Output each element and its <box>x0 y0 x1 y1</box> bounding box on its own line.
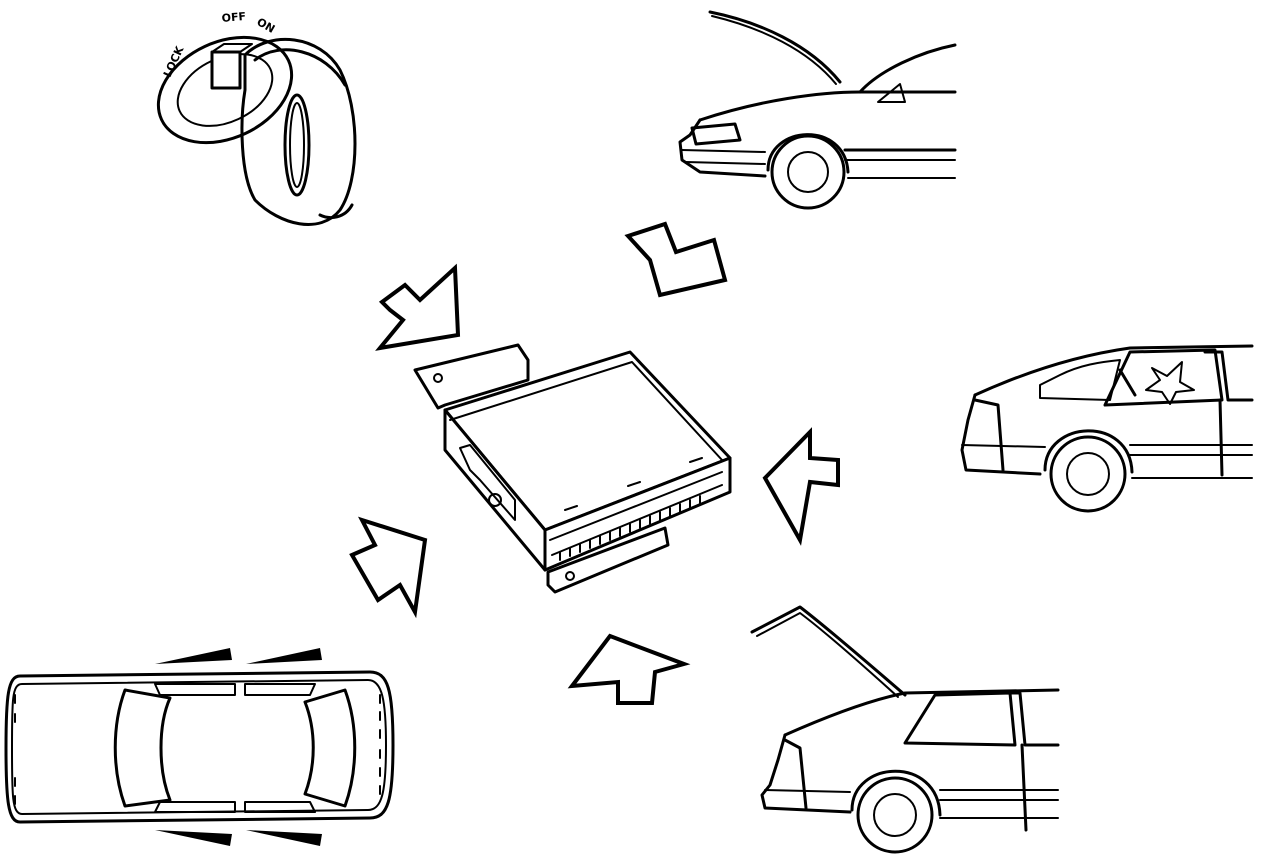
car-top-view-doors-icon <box>4 648 395 846</box>
arrow-from-top-car <box>349 516 428 619</box>
car-rear-window-star-icon <box>960 344 1254 513</box>
ignition-position-on: ON <box>255 15 278 36</box>
control-module-icon <box>413 343 732 594</box>
arrow-icon <box>349 221 840 705</box>
ignition-key-icon: LOCK OFF ON <box>156 10 357 226</box>
ignition-position-off: OFF <box>221 10 246 25</box>
arrow-from-rear-car <box>567 633 691 705</box>
car-rear-trunk-open-icon <box>750 605 1060 854</box>
arrow-from-right-car <box>762 427 840 546</box>
arrow-from-ignition <box>375 263 461 351</box>
arrow-from-front-car <box>624 221 728 298</box>
car-front-hood-open-icon <box>678 10 957 210</box>
